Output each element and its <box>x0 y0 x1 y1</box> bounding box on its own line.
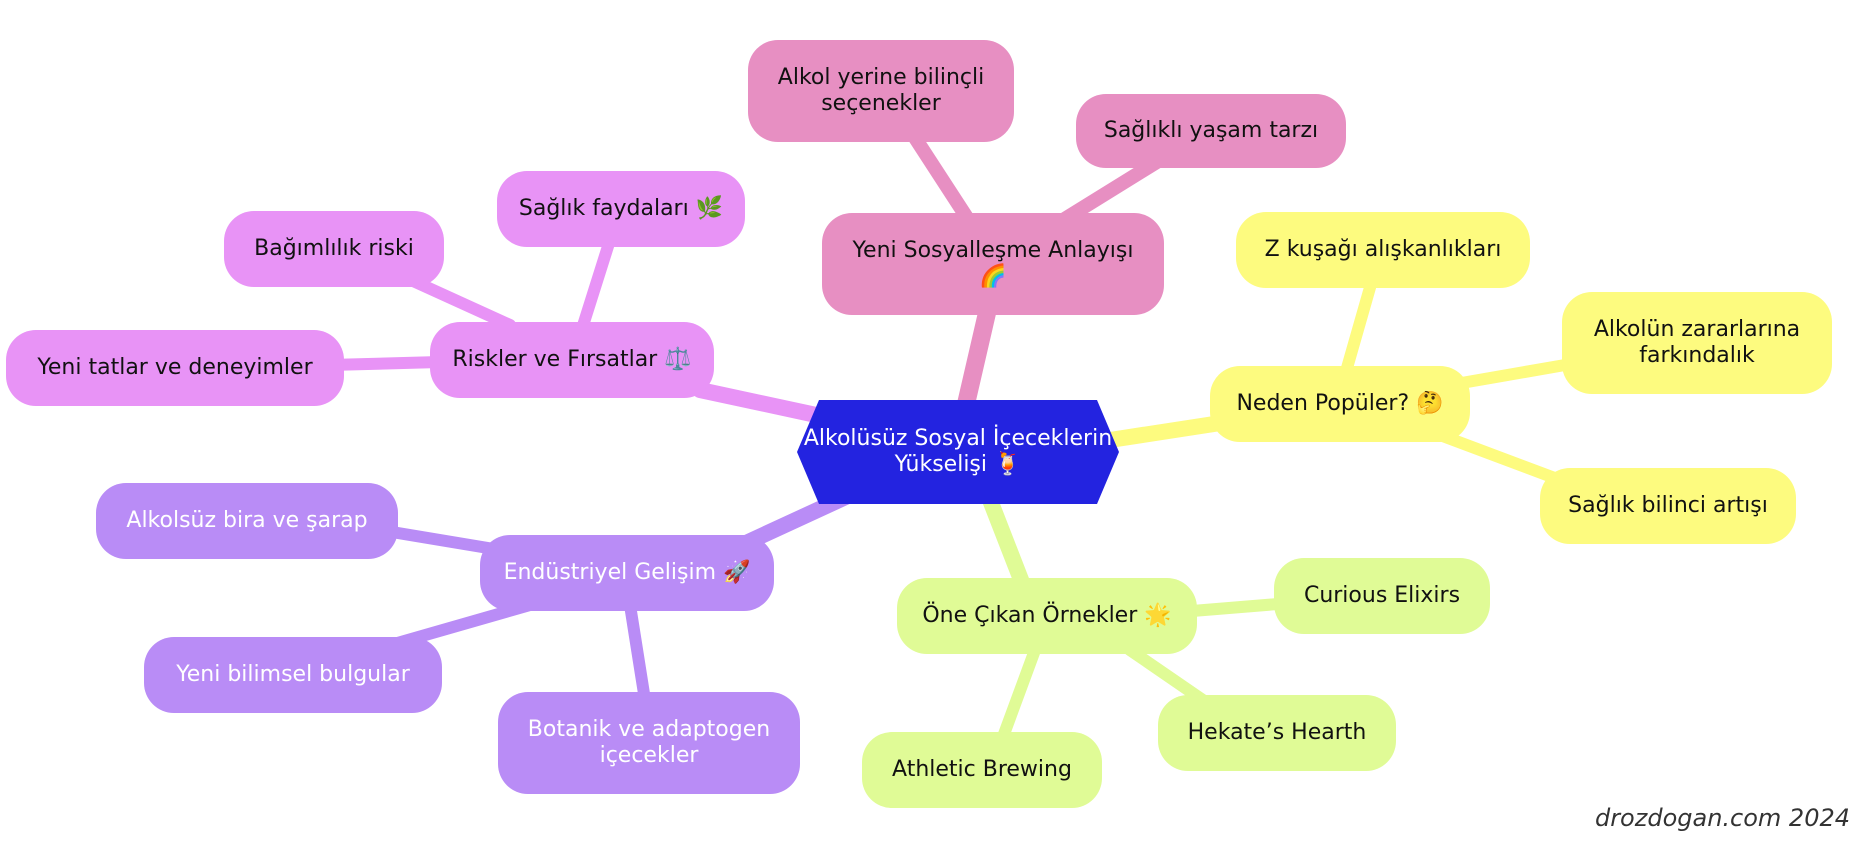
popular-child-0: Z kuşağı alışkanlıkları <box>1236 212 1530 288</box>
examples-child-1: Hekate’s Hearth <box>1158 695 1396 771</box>
popular-child-2-label: Sağlık bilinci artışı <box>1568 493 1768 518</box>
examples-child-0-label: Curious Elixirs <box>1303 583 1461 608</box>
edge-industry-c2 <box>624 599 651 706</box>
social-child-1-label: Sağlıklı yaşam tarzı <box>1103 118 1319 143</box>
social-child-0: Alkol yerine bilinçli seçenekler <box>748 40 1014 142</box>
root-label: Alkolüsüz Sosyal İçeceklerin Yükselişi 🍹 <box>803 426 1113 477</box>
edge-popular-c1 <box>1444 359 1571 391</box>
social-child-1: Sağlıklı yaşam tarzı <box>1076 94 1346 168</box>
risks-child-0: Sağlık faydaları 🌿 <box>497 171 745 247</box>
branch-industry-label: Endüstriyel Gelişim 🚀 <box>503 560 751 585</box>
social-child-0-label: Alkol yerine bilinçli seçenekler <box>777 65 985 116</box>
branch-social-label: Yeni Sosyalleşme Anlayışı 🌈 <box>852 238 1134 289</box>
examples-child-0: Curious Elixirs <box>1274 558 1490 634</box>
edge-root-risks <box>692 382 838 426</box>
industry-child-0: Alkolsüz bira ve şarap <box>96 483 398 559</box>
industry-child-1: Yeni bilimsel bulgular <box>144 637 442 713</box>
risks-child-1-label: Bağımlılık riski <box>254 236 414 261</box>
branch-risks: Riskler ve Fırsatlar ⚖️ <box>430 322 714 398</box>
edge-examples-c0 <box>1174 597 1296 618</box>
risks-child-2-label: Yeni tatlar ve deneyimler <box>37 355 313 380</box>
branch-industry: Endüstriyel Gelişim 🚀 <box>480 535 774 611</box>
risks-child-0-label: Sağlık faydaları 🌿 <box>518 196 724 221</box>
edge-risks-c2 <box>324 356 446 371</box>
watermark: drozdogan.com 2024 <box>1594 804 1850 832</box>
edge-popular-c2 <box>1434 429 1566 486</box>
branch-popular: Neden Popüler? 🤔 <box>1210 366 1470 442</box>
edge-risks-c0 <box>574 234 616 341</box>
risks-child-2: Yeni tatlar ve deneyimler <box>6 330 344 406</box>
examples-child-2-label: Athletic Brewing <box>892 757 1072 782</box>
industry-child-2-label: Botanik ve adaptogen içecekler <box>527 717 771 768</box>
branch-risks-label: Riskler ve Fırsatlar ⚖️ <box>452 347 692 372</box>
root-node: Alkolüsüz Sosyal İçeceklerin Yükselişi 🍹 <box>797 400 1119 504</box>
popular-child-1: Alkolün zararlarına farkındalık <box>1562 292 1832 394</box>
edge-examples-c2 <box>994 644 1041 751</box>
edge-root-examples <box>982 492 1033 598</box>
popular-child-0-label: Z kuşağı alışkanlıkları <box>1264 237 1502 262</box>
industry-child-2: Botanik ve adaptogen içecekler <box>498 692 800 794</box>
risks-child-1: Bağımlılık riski <box>224 211 444 287</box>
branch-examples: Öne Çıkan Örnekler 🌟 <box>897 578 1197 654</box>
examples-child-2: Athletic Brewing <box>862 732 1102 808</box>
branch-popular-label: Neden Popüler? 🤔 <box>1236 391 1444 416</box>
branch-examples-label: Öne Çıkan Örnekler 🌟 <box>922 603 1172 628</box>
edge-industry-c0 <box>374 524 506 556</box>
popular-child-2: Sağlık bilinci artışı <box>1540 468 1796 544</box>
industry-child-1-label: Yeni bilimsel bulgular <box>176 662 410 687</box>
examples-child-1-label: Hekate’s Hearth <box>1187 720 1367 745</box>
branch-social: Yeni Sosyalleşme Anlayışı 🌈 <box>822 213 1164 315</box>
popular-child-1-label: Alkolün zararlarına farkındalık <box>1593 317 1801 368</box>
industry-child-0-label: Alkolsüz bira ve şarap <box>126 508 368 533</box>
